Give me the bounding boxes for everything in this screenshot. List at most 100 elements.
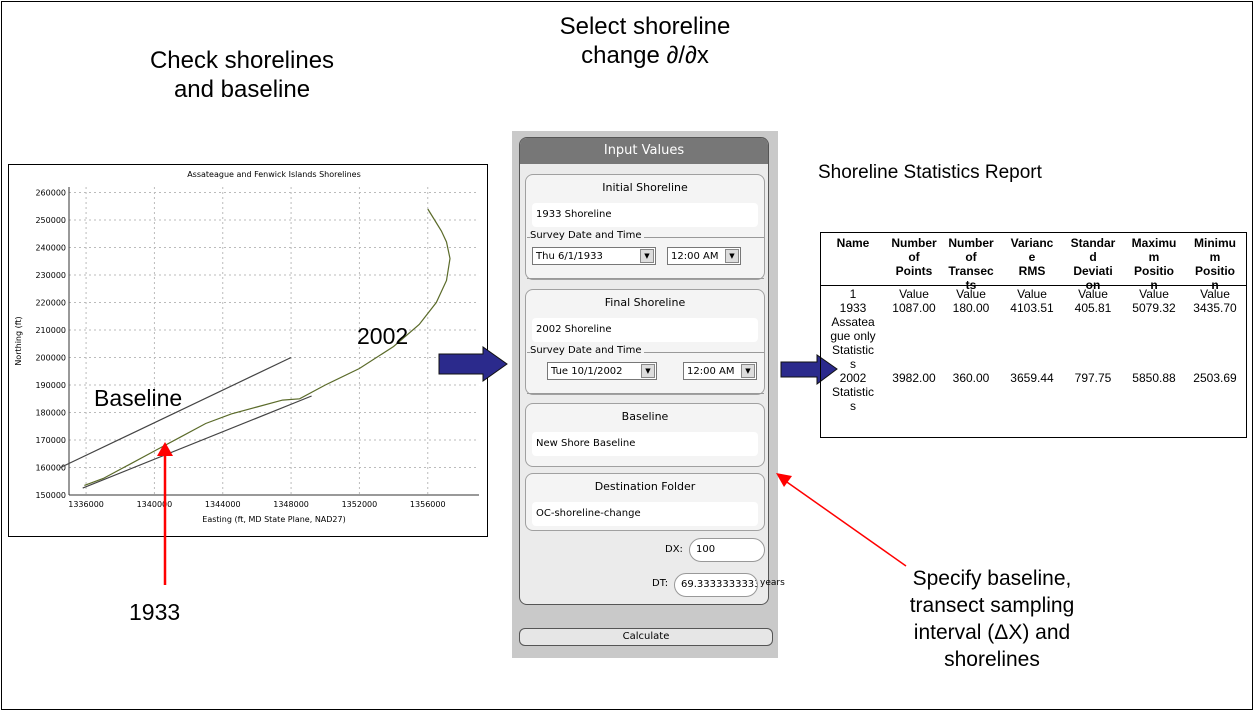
report-value-cell: 405.81 — [1074, 301, 1112, 315]
final-date-select[interactable]: Tue 10/1/2002 ▼ — [547, 362, 657, 380]
y-tick-label: 170000 — [35, 436, 66, 445]
initial-shoreline-title: Initial Shoreline — [602, 181, 688, 194]
report-value-cell: 3659.44 — [1010, 371, 1054, 385]
report-title: Shoreline Statistics Report — [818, 162, 1042, 183]
year-1933-label: 1933 — [129, 599, 181, 625]
y-tick-label: 210000 — [35, 326, 66, 335]
dt-unit-label: years — [760, 578, 785, 588]
report-value-cell: 3982.00 — [892, 371, 936, 385]
destination-folder-field[interactable]: OC-shoreline-change — [532, 502, 758, 526]
report-value-cell: Value — [899, 287, 929, 301]
input-values-frame: Input Values Initial Shoreline 1933 Shor… — [519, 137, 785, 605]
calculate-button[interactable]: Calculate — [519, 628, 773, 646]
y-tick-label: 250000 — [35, 216, 66, 225]
report-value-cell: 360.00 — [952, 371, 990, 385]
dx-input[interactable]: 100 — [689, 538, 765, 562]
initial-date-select[interactable]: Thu 6/1/1933 ▼ — [532, 247, 656, 265]
report-value-cell: Value — [1078, 287, 1108, 301]
x-tick-label: 1348000 — [273, 500, 309, 509]
report-value-cell: Value — [1200, 287, 1230, 301]
blue-arrow-panel-to-report — [780, 354, 838, 385]
chevron-down-icon[interactable]: ▼ — [640, 249, 654, 263]
final-time-select[interactable]: 12:00 AM ▼ — [683, 362, 757, 380]
report-header-cell: Name — [836, 236, 870, 250]
baseline-field[interactable]: New Shore Baseline — [532, 432, 758, 456]
y-axis-label: Northing (ft) — [14, 316, 23, 365]
x-tick-label: 1352000 — [342, 500, 378, 509]
initial-shoreline-group: Initial Shoreline 1933 Shoreline Survey … — [525, 174, 765, 280]
report-value-cell: 5079.32 — [1132, 301, 1176, 315]
report-value-cell: Value — [1139, 287, 1169, 301]
report-value-cell: Value — [956, 287, 986, 301]
final-shoreline-group: Final Shoreline 2002 Shoreline Survey Da… — [525, 289, 765, 395]
report-value-cell: 180.00 — [952, 301, 990, 315]
header-separator — [821, 285, 1246, 286]
shoreline-chart-svg: 1336000 1340000 1344000 1348000 1352000 13560… — [14, 170, 479, 524]
select-shoreline-label: Select shoreline change ∂/∂x — [559, 13, 731, 69]
report-value-cell: 2503.69 — [1193, 371, 1237, 385]
specify-annotation: Specify baseline,transect sampling inter… — [909, 567, 1075, 671]
x-tick-label: 1340000 — [137, 500, 173, 509]
y-tick-label: 220000 — [35, 299, 66, 308]
blue-arrow-chart-to-panel — [438, 346, 508, 382]
dt-label: DT: — [652, 578, 669, 589]
initial-survey-fieldset: Survey Date and Time Thu 6/1/1933 ▼ 12:0… — [527, 230, 764, 279]
x-tick-label: 1344000 — [205, 500, 241, 509]
red-arrow-specify — [776, 473, 907, 567]
report-value-cell: 4103.51 — [1010, 301, 1054, 315]
destination-folder-group: Destination Folder OC-shoreline-change — [525, 473, 765, 531]
initial-survey-legend: Survey Date and Time — [530, 230, 644, 241]
report-value-cell: 3435.70 — [1193, 301, 1237, 315]
chevron-down-icon[interactable]: ▼ — [725, 249, 739, 263]
report-row-name: 1 — [849, 287, 857, 301]
final-shoreline-field[interactable]: 2002 Shoreline — [532, 318, 758, 342]
baseline-label: Baseline — [94, 385, 183, 411]
report-value-cell: Value — [1017, 287, 1047, 301]
destination-folder-title: Destination Folder — [594, 480, 696, 493]
dx-label: DX: — [665, 544, 683, 555]
y-tick-label: 190000 — [35, 381, 66, 390]
x-axis-label: Easting (ft, MD State Plane, NAD27) — [202, 515, 345, 524]
final-shoreline-title: Final Shoreline — [604, 296, 686, 309]
y-tick-label: 180000 — [35, 409, 66, 418]
report-value-cell: 5850.88 — [1132, 371, 1176, 385]
baseline-title: Baseline — [621, 410, 669, 423]
initial-shoreline-field[interactable]: 1933 Shoreline — [532, 203, 758, 227]
red-arrow-1933 — [157, 442, 173, 585]
initial-time-value: 12:00 AM — [671, 251, 719, 262]
x-tick-label: 1356000 — [410, 500, 446, 509]
final-survey-fieldset: Survey Date and Time Tue 10/1/2002 ▼ 12:… — [527, 345, 764, 394]
y-tick-label: 230000 — [35, 271, 66, 280]
year-2002-label: 2002 — [357, 323, 409, 349]
x-tick-label: 1336000 — [68, 500, 104, 509]
y-tick-label: 200000 — [35, 354, 66, 363]
chevron-down-icon[interactable]: ▼ — [741, 364, 755, 378]
y-tick-label: 160000 — [35, 464, 66, 473]
initial-date-value: Thu 6/1/1933 — [536, 251, 603, 262]
chart-title: Assateague and Fenwick Islands Shoreline… — [187, 170, 361, 179]
final-time-value: 12:00 AM — [687, 366, 735, 377]
final-survey-legend: Survey Date and Time — [530, 345, 644, 356]
panel-header: Input Values — [520, 138, 768, 164]
dt-input[interactable]: 69.3333333333 — [674, 573, 758, 597]
shoreline-series-0 — [60, 356, 292, 469]
shoreline-chart: 1336000 1340000 1344000 1348000 1352000 13560… — [8, 164, 488, 537]
y-tick-label: 150000 — [35, 491, 66, 500]
shoreline-series-1 — [82, 395, 312, 489]
baseline-group: Baseline New Shore Baseline — [525, 403, 765, 467]
final-date-value: Tue 10/1/2002 — [551, 366, 623, 377]
initial-time-select[interactable]: 12:00 AM ▼ — [667, 247, 741, 265]
chevron-down-icon[interactable]: ▼ — [641, 364, 655, 378]
input-values-panel: Input Values Initial Shoreline 1933 Shor… — [512, 131, 785, 658]
